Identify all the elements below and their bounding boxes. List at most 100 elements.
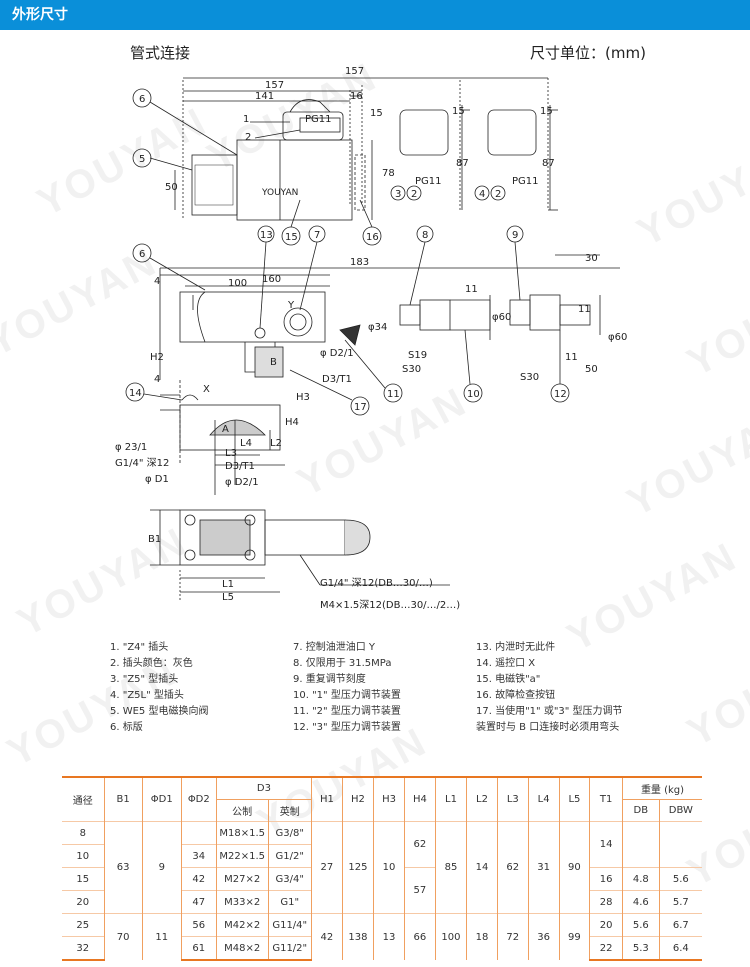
table-row: 25 70 11 56 M42×2 G11/4" 42 138 13 66 10…: [62, 913, 702, 960]
note-item: 13. 内泄时无此件: [476, 642, 556, 653]
callout-14: 14: [129, 388, 142, 399]
table-cell: [622, 821, 660, 868]
table-cell: 18: [466, 913, 498, 960]
callout-8: 8: [422, 230, 428, 241]
dim-157-overall: 157: [345, 66, 364, 77]
note-item: 9. 重复调节刻度: [293, 674, 366, 685]
table-cell: 28: [589, 890, 624, 914]
col-header: H1: [310, 776, 343, 822]
table-cell: 5.3: [622, 936, 660, 961]
table-cell: 15: [62, 867, 105, 891]
dim-d3-t1-b: D3/T1: [225, 461, 255, 472]
table-cell: 31: [527, 821, 560, 914]
dim-30: 30: [585, 253, 598, 264]
table-cell: 14: [589, 821, 624, 868]
note-item: 8. 仅限用于 31.5MPa: [293, 658, 392, 669]
dim-phi-d2-1-b: φ D2/1: [225, 477, 259, 488]
callout-12: 12: [554, 389, 567, 400]
callout-2: 2: [245, 132, 251, 143]
table-cell: 85: [434, 821, 468, 914]
dimension-drawing: 157 157 141 16 15 15 15 78 87 87 50 PG11…: [115, 66, 627, 611]
table-cell: M33×2: [215, 890, 269, 914]
callout-3: 3: [395, 189, 401, 200]
table-cell: G1": [267, 890, 312, 914]
dim-phi-d2-1: φ D2/1: [320, 348, 354, 359]
col-header: H3: [373, 776, 405, 822]
callout-1: 1: [243, 114, 249, 125]
table-cell: 62: [403, 821, 436, 868]
dim-16: 16: [350, 91, 363, 102]
table-cell: 70: [103, 913, 143, 960]
callout-5: 5: [139, 154, 145, 165]
table-cell: G3/4": [267, 867, 312, 891]
table-cell: M22×1.5: [215, 844, 269, 868]
dim-11: 11: [465, 284, 478, 295]
watermark: YOUYAN: [680, 629, 750, 756]
top-view: 157 157 141 16 15 15 15 78 87 87 50 PG11…: [132, 66, 558, 246]
dim-78: 78: [382, 168, 395, 179]
dim-87: 87: [456, 158, 469, 169]
dim-phi34: φ34: [368, 322, 387, 333]
note-item: 装置时与 B 口连接时必须用弯头: [476, 722, 620, 733]
table-cell: 5.6: [622, 913, 660, 937]
col-subheader: 公制: [216, 799, 269, 822]
table-cell: 99: [558, 913, 591, 960]
table-cell: 57: [403, 867, 436, 914]
table-cell: 42: [310, 913, 343, 960]
table-cell: [658, 821, 702, 868]
dim-183: 183: [350, 257, 369, 268]
callout-2b: 2: [411, 189, 417, 200]
callout-17: 17: [354, 402, 367, 413]
unit-label: 尺寸单位：(mm): [530, 44, 646, 62]
table-cell: M42×2: [215, 913, 269, 937]
note-item: 15. 电磁铁"a": [476, 674, 541, 685]
section-header: 外形尺寸: [0, 0, 750, 30]
callout-2c: 2: [495, 189, 501, 200]
dim-87-b: 87: [542, 158, 555, 169]
note-item: 17. 当使用"1" 或"3" 型压力调节: [476, 706, 623, 717]
table-cell: 27: [310, 821, 343, 914]
table-cell: 36: [527, 913, 560, 960]
body-brand-text: YOUYAN: [261, 188, 298, 198]
table-cell: G3/8": [267, 821, 312, 845]
table-cell: 6.7: [658, 913, 702, 937]
table-cell: 100: [434, 913, 468, 960]
table-cell: 66: [403, 913, 436, 960]
dim-157: 157: [265, 80, 284, 91]
callout-11: 11: [387, 389, 400, 400]
col-header: H2: [341, 776, 375, 822]
dim-b1: B1: [148, 534, 161, 545]
dim-15-c: 15: [540, 106, 553, 117]
dim-15: 15: [370, 108, 383, 119]
port-note-m4: M4×1.5深12(DB…30/…/2…): [320, 599, 460, 611]
col-header: L1: [434, 776, 468, 822]
dim-phi-d1: φ D1: [145, 474, 169, 485]
col-subheader: 英制: [267, 799, 312, 822]
note-item: 5. WE5 型电磁换向阀: [110, 706, 209, 717]
col-header: ΦD2: [180, 776, 217, 822]
table-cell: G11/2": [267, 936, 312, 961]
table-cell: 11: [141, 913, 182, 960]
table-cell: G11/4": [267, 913, 312, 937]
note-item: 6. 标版: [110, 722, 143, 733]
note-item: 4. "Z5L" 型插头: [110, 690, 184, 701]
callout-4: 4: [479, 189, 485, 200]
note-item: 3. "Z5" 型插头: [110, 674, 179, 685]
front-view: 183 100 160 4 Y φ34 φ D2/1 D3/T1 H2 H3 H…: [115, 225, 627, 495]
dim-h4: H4: [285, 417, 299, 428]
table-row: 32 61 M48×2 G11/2" 22 5.3 6.4: [62, 936, 702, 961]
dim-h2: H2: [150, 352, 164, 363]
table-cell: 4.8: [622, 867, 660, 891]
note-item: 11. "2" 型压力调节装置: [293, 706, 401, 717]
col-header: 通径: [62, 776, 105, 822]
table-cell: 90: [558, 821, 591, 914]
dimension-table: 通径 B1 ΦD1 ΦD2 D3 H1 H2 H3 H4 L1 L2 L3 L4…: [62, 776, 702, 961]
callout-16: 16: [366, 232, 379, 243]
dim-50: 50: [165, 182, 178, 193]
col-subheader: DB: [622, 799, 660, 822]
table-cell: 138: [341, 913, 375, 960]
dim-100: 100: [228, 278, 247, 289]
col-header: L3: [496, 776, 529, 822]
port-note-g14: G1/4" 深12(DB…30/…): [320, 577, 433, 589]
callout-13: 13: [260, 230, 273, 241]
